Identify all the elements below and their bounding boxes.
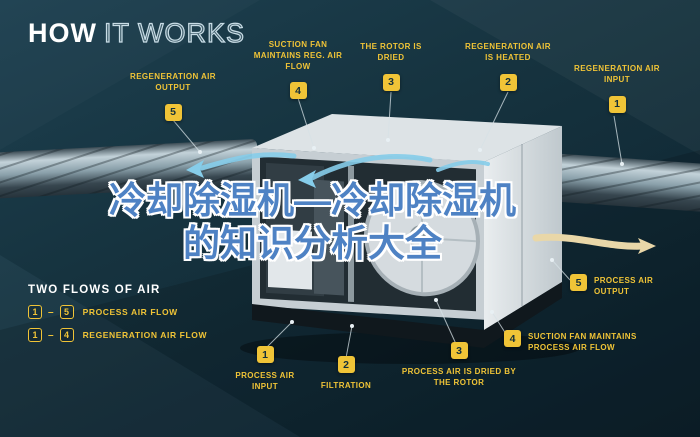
callout-regeneration-air-output: REGENERATION AIR OUTPUT 5 <box>118 72 228 121</box>
callout-suction-fan-reg: SUCTION FAN MAINTAINS REG. AIR FLOW 4 <box>246 40 350 100</box>
legend-label: REGENERATION AIR FLOW <box>82 330 208 340</box>
callout-label: PROCESS AIR OUTPUT <box>594 276 654 296</box>
callout-label: REGENERATION AIR IS HEATED <box>465 42 551 62</box>
legend-badge-start: 1 <box>28 328 42 342</box>
callout-label: FILTRATION <box>320 381 372 390</box>
callout-process-air-output: 5 PROCESS AIR OUTPUT <box>570 274 688 298</box>
step-badge: 1 <box>256 346 274 363</box>
callout-filtration: 2 FILTRATION <box>310 356 382 392</box>
legend-dash: – <box>48 329 54 341</box>
callout-label: SUCTION FAN MAINTAINS REG. AIR FLOW <box>253 40 343 71</box>
machine-base <box>252 282 562 348</box>
callout-label: THE ROTOR IS DRIED <box>360 42 422 62</box>
step-badge: 1 <box>608 95 626 113</box>
callout-connectors <box>172 91 623 359</box>
legend-badge-end: 5 <box>59 305 74 319</box>
callout-label: REGENERATION AIR INPUT <box>574 64 660 84</box>
chinese-title-overlay: 冷却除湿机—冷却除湿机 的知识分析大全 <box>30 180 595 266</box>
left-air-duct <box>0 139 259 199</box>
legend-two-flows: TWO FLOWS OF AIR 1 – 5 PROCESS AIR FLOW … <box>28 284 207 342</box>
callout-process-air-input: 1 PROCESS AIR INPUT <box>226 346 304 393</box>
callout-process-air-dried: 3 PROCESS AIR IS DRIED BY THE ROTOR <box>398 342 520 389</box>
legend-title: TWO FLOWS OF AIR <box>28 284 161 296</box>
overlay-line-2: 的知识分析大全 <box>183 222 442 264</box>
right-air-duct <box>534 152 700 212</box>
legend-row-process: 1 – 5 PROCESS AIR FLOW <box>28 305 207 319</box>
callout-suction-fan-process: 4 SUCTION FAN MAINTAINS PROCESS AIR FLOW <box>504 330 656 354</box>
overlay-line-1: 冷却除湿机—冷却除湿机 <box>109 180 516 221</box>
legend-badge-start: 1 <box>28 305 42 319</box>
legend-badge-end: 4 <box>59 328 74 342</box>
title-bold: HOW <box>28 18 97 48</box>
step-badge: 2 <box>337 356 355 373</box>
callout-label: PROCESS AIR INPUT <box>235 371 295 391</box>
step-badge: 5 <box>164 103 182 121</box>
step-badge: 4 <box>289 82 307 100</box>
cabinet <box>252 114 562 348</box>
connector-dots <box>198 138 624 328</box>
step-badge: 5 <box>570 274 587 291</box>
legend-label: PROCESS AIR FLOW <box>82 307 178 317</box>
desiccant-rotor <box>364 179 480 297</box>
title-light: IT WORKS <box>103 17 245 48</box>
callout-regeneration-air-heated: REGENERATION AIR IS HEATED 2 <box>460 42 556 91</box>
callout-label: SUCTION FAN MAINTAINS PROCESS AIR FLOW <box>528 332 637 352</box>
callout-label: REGENERATION AIR OUTPUT <box>130 72 216 92</box>
step-badge: 3 <box>382 73 400 91</box>
step-badge: 4 <box>504 330 521 347</box>
step-badge: 3 <box>450 342 468 359</box>
step-badge: 2 <box>499 73 517 91</box>
airflow-arrows-blue <box>199 152 490 181</box>
legend-dash: – <box>48 306 54 318</box>
callout-label: PROCESS AIR IS DRIED BY THE ROTOR <box>401 367 517 387</box>
callout-regeneration-air-input: REGENERATION AIR INPUT 1 <box>566 64 668 113</box>
blue-arrowhead <box>186 160 204 178</box>
callout-rotor-is-dried: THE ROTOR IS DRIED 3 <box>350 42 432 91</box>
legend-row-regeneration: 1 – 4 REGENERATION AIR FLOW <box>28 328 207 342</box>
blue-arrowhead <box>298 170 316 188</box>
airflow-arrow-tan <box>532 233 656 254</box>
